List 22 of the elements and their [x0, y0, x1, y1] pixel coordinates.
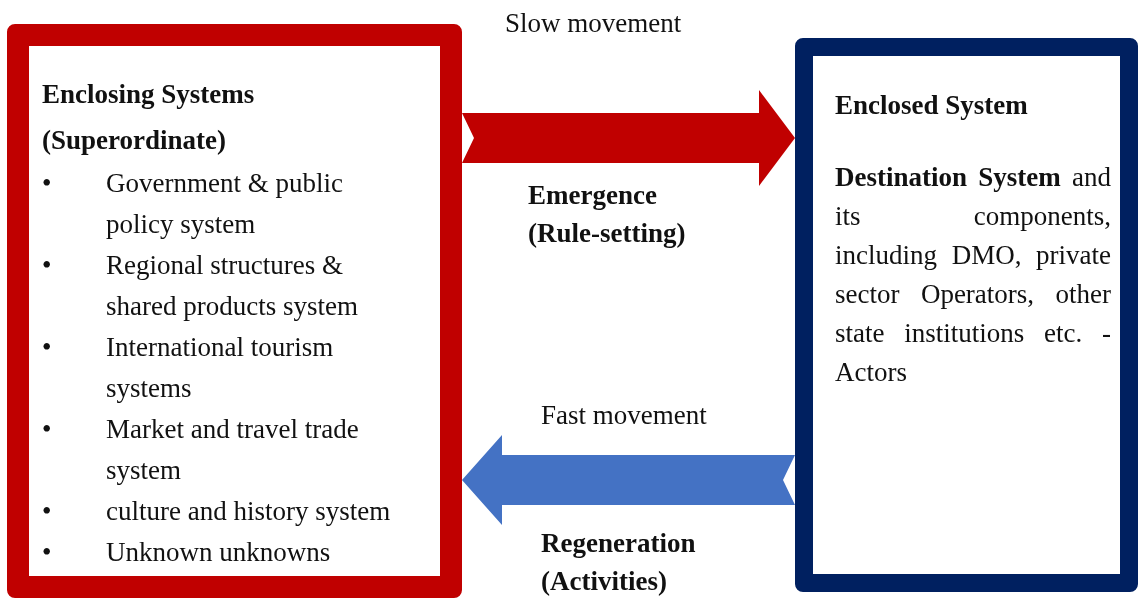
flow-heading: Regeneration (Activities) [541, 527, 697, 598]
bullet-marker: • [42, 167, 52, 200]
system-box [795, 38, 1138, 592]
bullet-marker: • [42, 536, 52, 569]
bullet-marker: • [42, 413, 52, 446]
flow-heading: Emergence (Rule-setting) [528, 179, 687, 250]
box-heading: Enclosing Systems (Superordinate) [42, 78, 256, 157]
bullet-marker: • [42, 331, 52, 364]
bullet-marker: • [42, 495, 52, 528]
flow-label: Fast movement [541, 399, 707, 432]
bullet-item: Regional structures & shared products system [106, 250, 358, 321]
block-arrow [462, 435, 795, 525]
bullet-marker: • [42, 249, 52, 282]
bullet-item: culture and history system [106, 496, 391, 526]
flow-label: Slow movement [505, 7, 682, 40]
bullet-item: Government & public policy system [106, 168, 343, 239]
system-box [7, 24, 462, 598]
description-text: Destination System and its components, including DMO, private sector Operators, other state institutions etc. - Actors [835, 161, 1111, 389]
bullet-item: International tourism systems [106, 332, 334, 403]
block-arrow [462, 90, 795, 186]
box-heading: Enclosed System [835, 89, 1029, 122]
bullet-item: Unknown unknowns [106, 537, 331, 567]
